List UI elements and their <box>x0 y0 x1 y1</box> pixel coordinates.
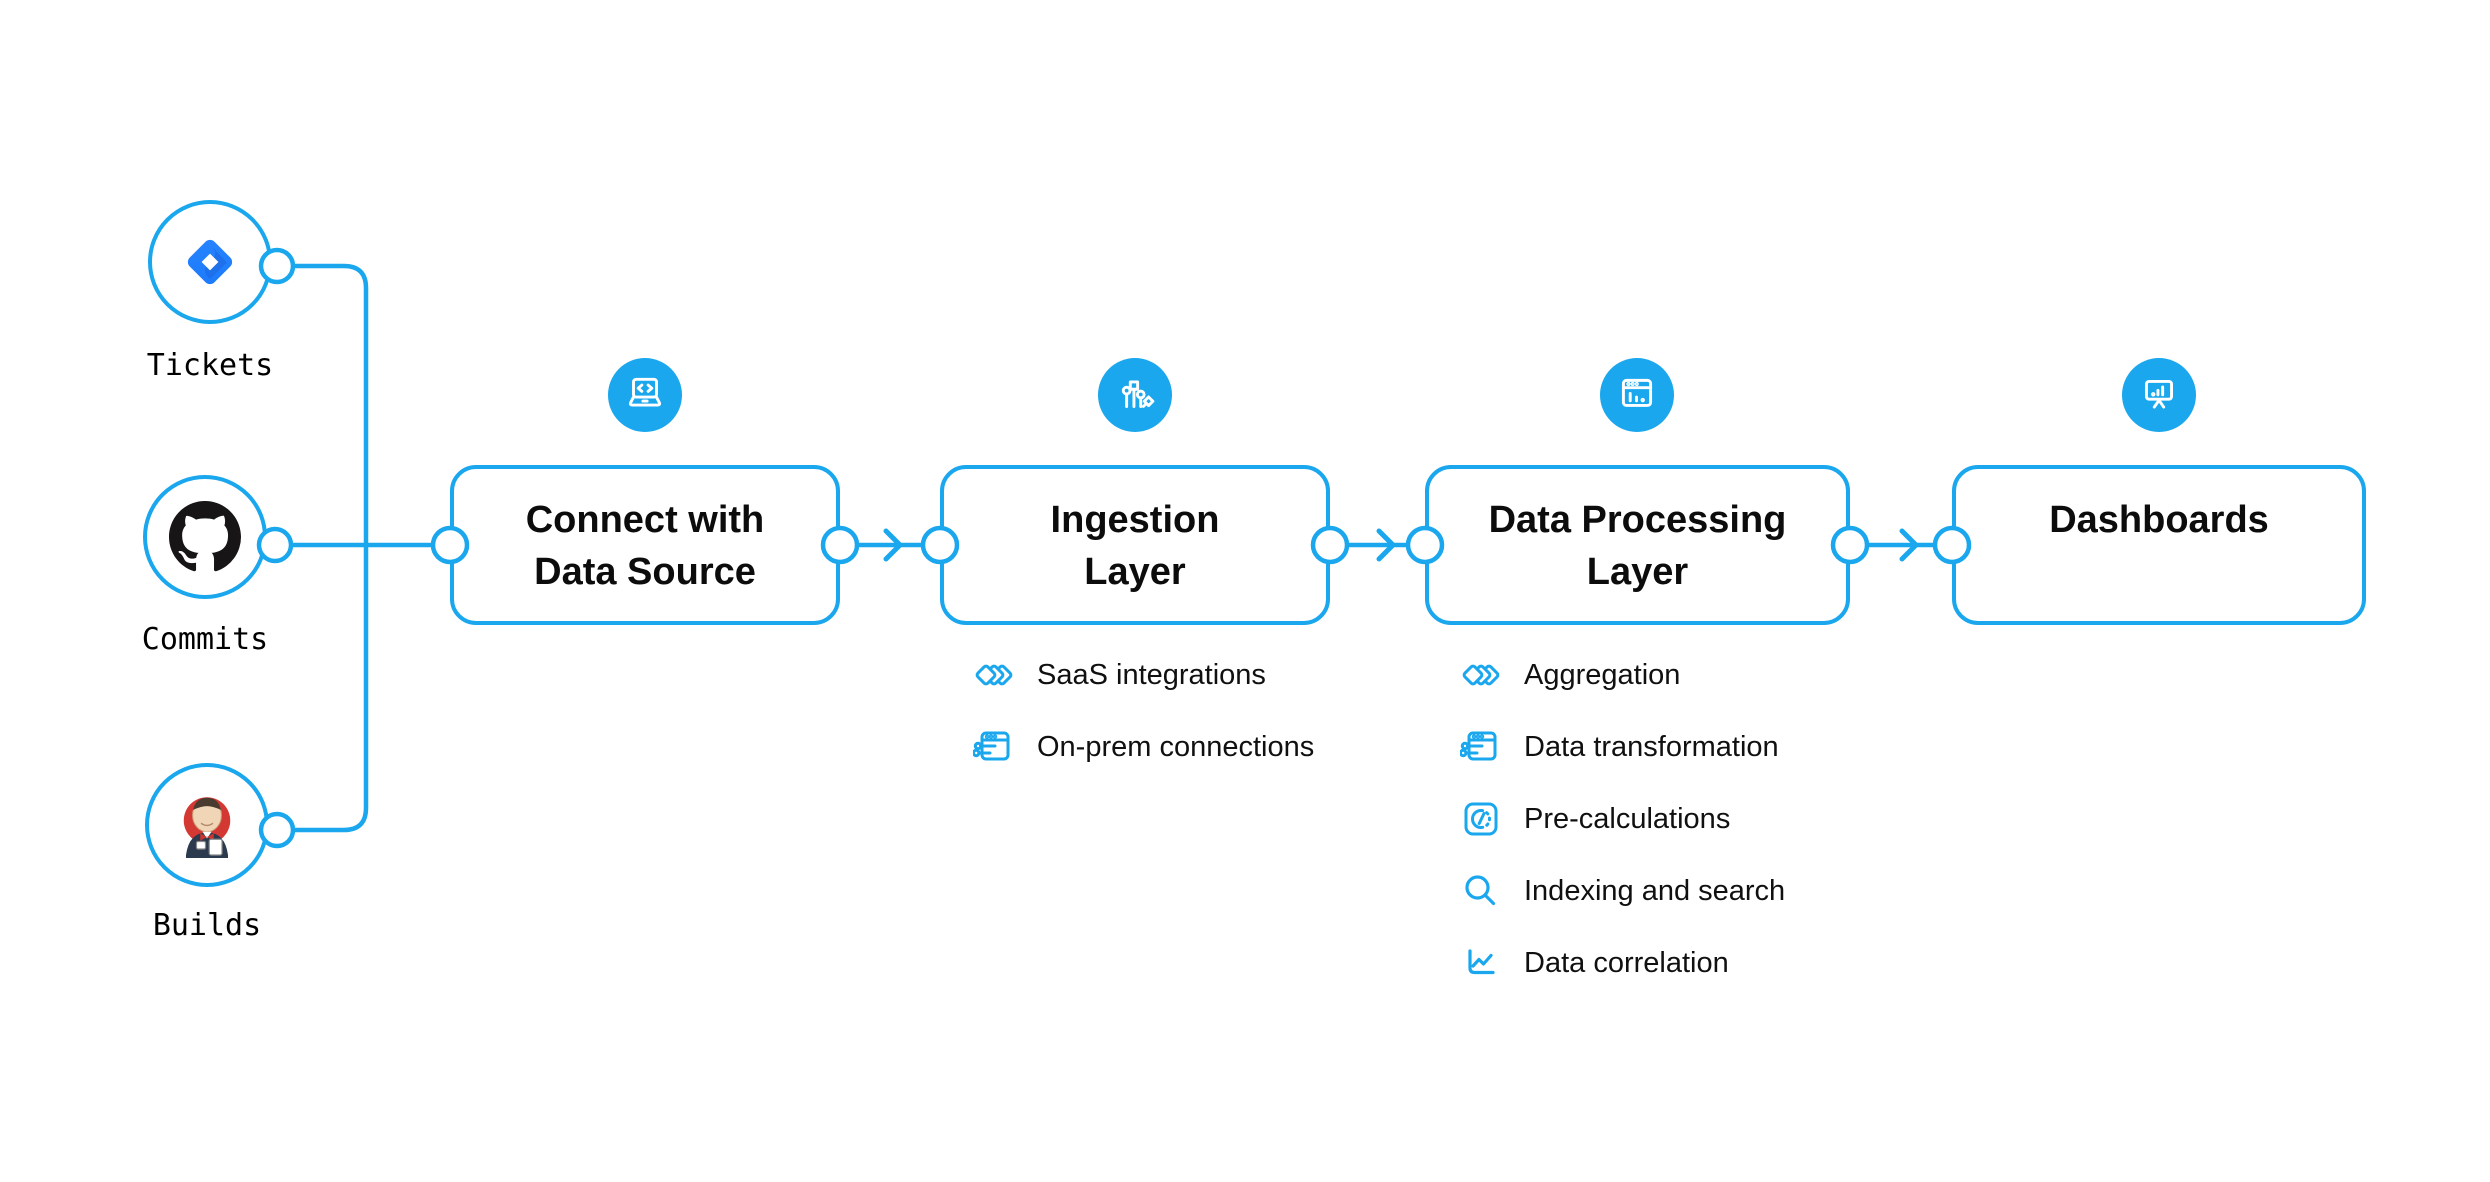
stage-box-connect: Connect with Data Source <box>450 465 840 625</box>
list-item-label: Pre-calculations <box>1524 802 1731 835</box>
source-label-commits: Commits <box>141 622 269 657</box>
source-node-commits <box>143 475 267 599</box>
stacked-diamonds-icon <box>975 664 1013 686</box>
stage-title-connect: Connect with Data Source <box>525 499 765 593</box>
arrowhead-icon <box>1899 528 1919 562</box>
stage-badge-processing <box>1600 358 1674 432</box>
stage-box-ingestion: Ingestion Layer <box>940 465 1330 625</box>
gauge-icon <box>1464 802 1498 836</box>
stage-badge-connect <box>608 358 682 432</box>
stage-title-processing: Data Processing Layer <box>1488 499 1787 593</box>
arrowhead-icon <box>883 528 903 562</box>
stacked-diamonds-icon <box>1462 664 1500 686</box>
source-node-builds <box>145 763 269 887</box>
list-item-label: Aggregation <box>1524 658 1681 691</box>
list-item: Data correlation <box>1460 942 1785 984</box>
line-chart-icon <box>1468 949 1495 975</box>
list-item: Pre-calculations <box>1460 798 1785 840</box>
processing-feature-list: Aggregation Data transformation Pre-calc… <box>1460 654 1785 984</box>
list-item: Indexing and search <box>1460 870 1785 912</box>
stage-badge-ingestion <box>1098 358 1172 432</box>
arrowhead-icon <box>1376 528 1396 562</box>
presentation-chart-icon <box>2144 379 2174 409</box>
list-item-label: On-prem connections <box>1037 730 1315 763</box>
list-item-label: Indexing and search <box>1524 874 1786 907</box>
list-item-label: SaaS integrations <box>1037 658 1266 691</box>
stage-box-dashboards: Dashboards <box>1952 465 2366 625</box>
source-label-builds: Builds <box>152 908 262 943</box>
search-icon <box>1465 875 1496 906</box>
stage-title-dashboards: Dashboards <box>2049 499 2269 541</box>
list-item-label: Data correlation <box>1524 946 1729 979</box>
github-icon <box>169 501 241 572</box>
window-sliders-icon <box>973 731 1010 761</box>
stage-box-processing: Data Processing Layer <box>1425 465 1850 625</box>
jenkins-icon <box>183 797 231 858</box>
stage-title-ingestion: Ingestion Layer <box>1050 499 1220 593</box>
list-item: SaaS integrations <box>973 654 1314 696</box>
ingestion-feature-list: SaaS integrations On-prem connections <box>973 654 1314 768</box>
window-chart-icon <box>1621 378 1653 407</box>
list-item: On-prem connections <box>973 726 1314 768</box>
list-item-label: Data transformation <box>1524 730 1779 763</box>
window-sliders-icon <box>1460 731 1497 761</box>
circuit-icon <box>1121 380 1155 408</box>
list-item: Data transformation <box>1460 726 1785 768</box>
laptop-code-icon <box>628 377 662 407</box>
source-node-tickets <box>148 200 272 324</box>
source-label-tickets: Tickets <box>146 348 274 383</box>
list-item: Aggregation <box>1460 654 1785 696</box>
jira-icon <box>187 239 233 285</box>
stage-badge-dashboards <box>2122 358 2196 432</box>
